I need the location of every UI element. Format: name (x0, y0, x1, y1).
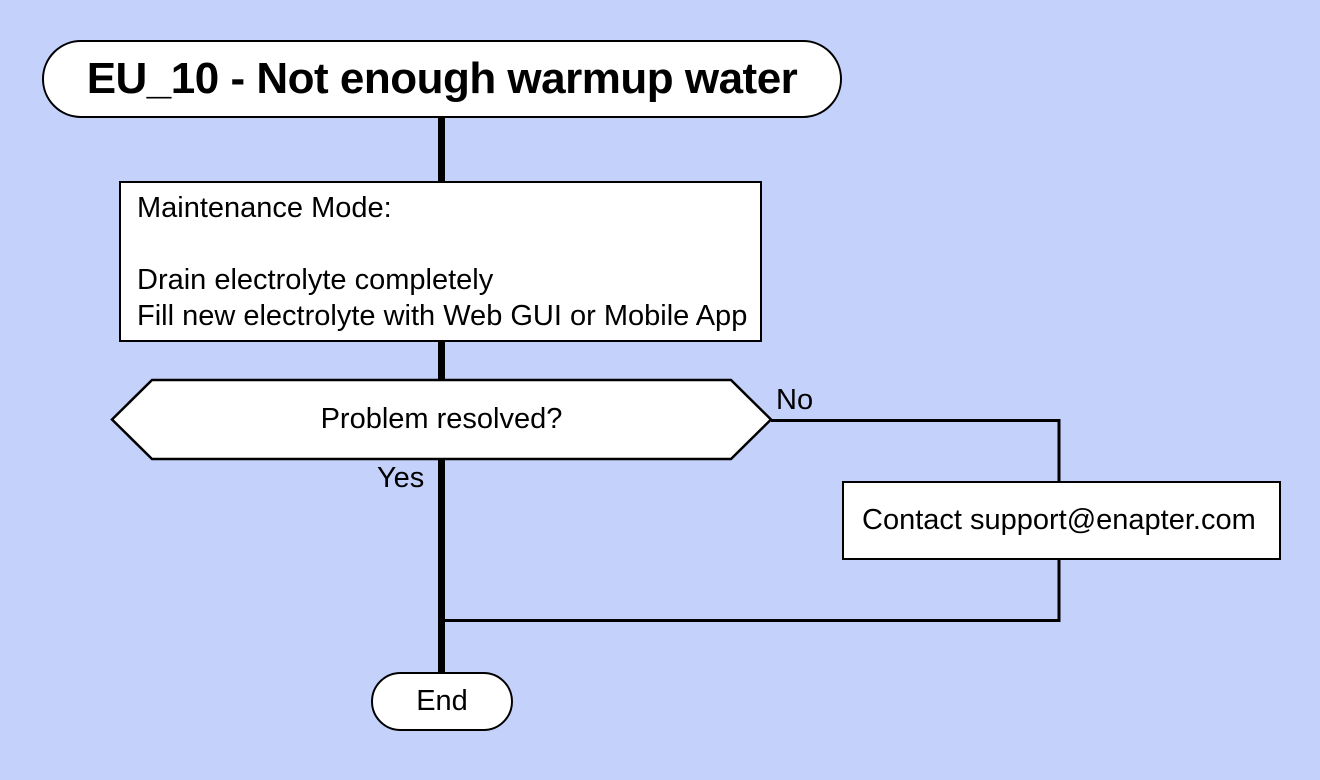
process-step-line: Drain electrolyte completely (137, 263, 494, 296)
no-branch-connector (771, 419, 1061, 481)
contact-support-text: Contact support@enapter.com (862, 504, 1256, 536)
process-step-line: Maintenance Mode: (137, 191, 392, 224)
no-edge-label: No (776, 384, 814, 416)
contact-support-node: Contact support@enapter.com (842, 481, 1281, 560)
decision-question-label: Problem resolved? (112, 380, 771, 459)
title-terminator-node: EU_10 - Not enough warmup water (42, 40, 842, 118)
process-step-line (137, 226, 750, 262)
process-step-line: Fill new electrolyte with Web GUI or Mob… (137, 299, 748, 332)
no-return-connector (442, 559, 1061, 622)
decision-question: Problem resolved? (320, 403, 563, 435)
end-terminator-node: End (371, 672, 513, 731)
flowchart-title: EU_10 - Not enough warmup water (86, 54, 798, 103)
decision-hexagon (110, 378, 773, 461)
yes-edge-label: Yes (377, 462, 425, 494)
maintenance-process-node: Maintenance Mode: Drain electrolyte comp… (119, 181, 762, 342)
end-label: End (416, 685, 468, 717)
